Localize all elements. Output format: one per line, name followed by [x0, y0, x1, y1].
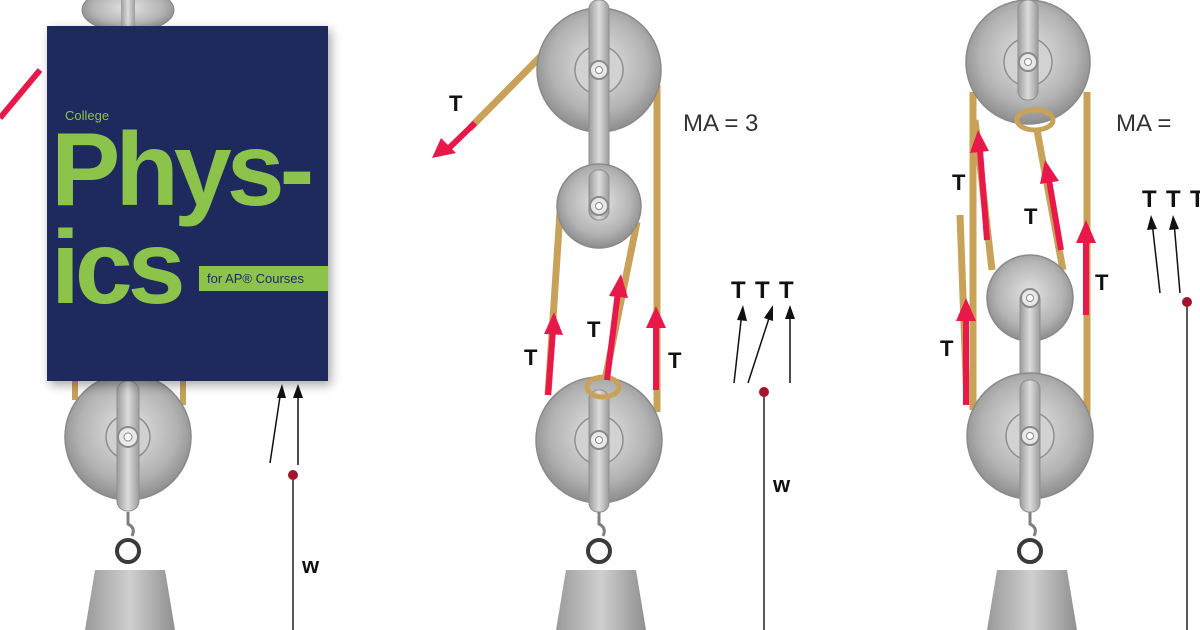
tension-label: T [449, 91, 463, 116]
tension-label: T [779, 277, 794, 304]
cover-edition: for AP® Courses [207, 271, 305, 286]
right-pulley-system: T T T T MA = T T T [940, 0, 1200, 630]
book-cover: College Phys- ics for AP® Courses [47, 26, 328, 381]
mass-point [288, 470, 298, 480]
tension-label: T [1142, 186, 1157, 213]
mechanical-advantage-label: MA = 3 [683, 110, 758, 137]
tension-label: T [524, 345, 538, 370]
tension-arrow [1040, 160, 1064, 251]
tension-label: T [755, 277, 770, 304]
tension-label: T [1095, 270, 1109, 295]
mechanical-advantage-label: MA = [1116, 110, 1171, 137]
cover-title-line2: ics [51, 210, 186, 326]
mass-point [1182, 297, 1192, 307]
tension-arrow [1076, 220, 1096, 315]
middle-pulley-system: T T T T MA = 3 T T T w [432, 0, 795, 630]
cover-subtitle: College [65, 108, 110, 123]
cover-title-line1: Phys- [51, 112, 314, 228]
weight-label: w [772, 472, 791, 497]
weight-label: w [301, 553, 320, 578]
tension-arrow [604, 274, 628, 381]
tension-arrow [970, 130, 990, 241]
tension-arrow [956, 298, 976, 405]
tension-label: T [731, 277, 746, 304]
tension-arrow [432, 120, 478, 158]
tension-arrow [544, 312, 563, 396]
tension-arrow [0, 68, 43, 120]
tension-label: T [940, 336, 954, 361]
tension-label: T [952, 170, 966, 195]
tension-label: T [1166, 186, 1181, 213]
rope-knot [584, 374, 622, 400]
tension-label: T [668, 348, 682, 373]
cover-edition-band: for AP® Courses [199, 266, 328, 291]
weight-block [85, 570, 175, 630]
tension-label: T [1190, 186, 1200, 213]
weight-block [556, 570, 646, 630]
left-pulley-system: w [0, 0, 320, 630]
tension-label: T [587, 317, 601, 342]
rope [467, 49, 548, 131]
tension-arrow [646, 306, 666, 390]
rope-knot [1014, 107, 1056, 133]
mass-point [759, 387, 769, 397]
weight-block [987, 570, 1077, 630]
tension-label: T [1024, 204, 1038, 229]
